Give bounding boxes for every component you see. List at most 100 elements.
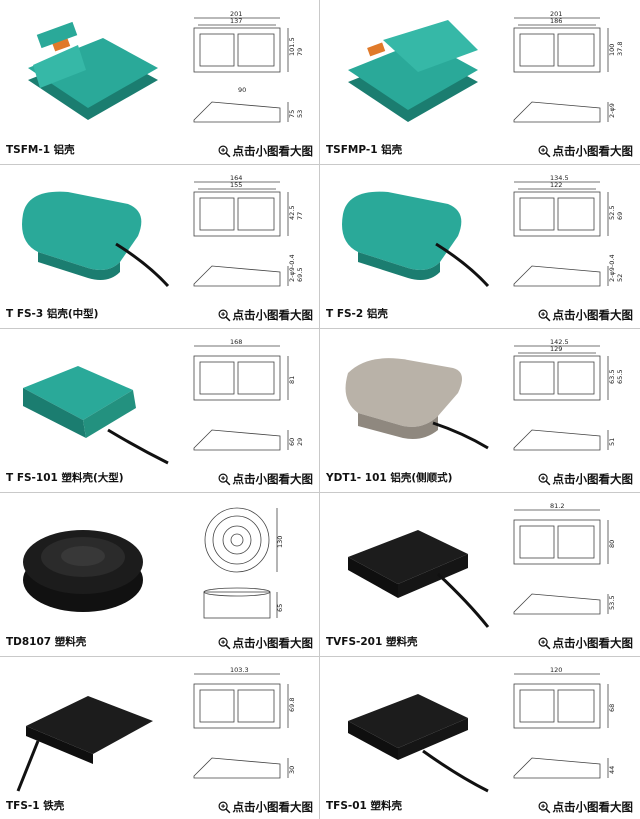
svg-text:186: 186 bbox=[550, 17, 562, 25]
zoom-in-icon bbox=[218, 637, 230, 649]
product-photo[interactable] bbox=[8, 502, 173, 630]
product-photo[interactable] bbox=[8, 338, 173, 466]
svg-text:81: 81 bbox=[288, 376, 296, 384]
svg-text:129: 129 bbox=[550, 345, 562, 353]
enlarge-label: 点击小图看大图 bbox=[552, 308, 634, 322]
svg-text:90: 90 bbox=[238, 86, 246, 94]
row-divider bbox=[0, 164, 640, 165]
svg-text:29: 29 bbox=[296, 438, 304, 446]
svg-text:65: 65 bbox=[276, 604, 284, 612]
enlarge-label: 点击小图看大图 bbox=[232, 144, 314, 158]
zoom-in-icon bbox=[218, 801, 230, 813]
svg-text:65.5: 65.5 bbox=[616, 370, 624, 384]
product-card[interactable]: 120 68 44 TFS-01 塑料壳 点击小图看大图 bbox=[320, 656, 639, 819]
dimension-drawing[interactable]: 201 186 100 37.8 2-φ9 bbox=[502, 10, 630, 138]
product-name: TFS-01 塑料壳 bbox=[326, 800, 403, 812]
dimension-drawing[interactable]: 103.3 69.8 30 bbox=[182, 666, 310, 794]
svg-text:63.5: 63.5 bbox=[608, 370, 616, 384]
zoom-in-icon bbox=[538, 145, 550, 157]
product-name: T FS-3 铝壳(中型) bbox=[6, 308, 99, 320]
product-name: TSFMP-1 铝壳 bbox=[326, 144, 403, 156]
zoom-in-icon bbox=[218, 309, 230, 321]
product-photo[interactable] bbox=[328, 502, 493, 630]
dimension-drawing[interactable]: 168 81 60 29 bbox=[182, 338, 310, 466]
product-card[interactable]: 142.5 129 63.5 65.5 51 YDT1- 101 铝壳(侧顺式)… bbox=[320, 328, 639, 491]
svg-text:81.2: 81.2 bbox=[550, 502, 564, 510]
enlarge-link[interactable]: 点击小图看大图 bbox=[538, 471, 634, 487]
dimension-drawing[interactable]: 134.5 122 52.5 69 2-φ9-0.4 52 bbox=[502, 174, 630, 302]
product-card[interactable]: 201 186 100 37.8 2-φ9 TSFMP-1 铝壳 点击小图看大图 bbox=[320, 0, 639, 163]
product-card[interactable]: 168 81 60 29 T FS-101 塑料壳(大型) 点击小图看大图 bbox=[0, 328, 319, 491]
enlarge-label: 点击小图看大图 bbox=[232, 800, 314, 814]
column-divider bbox=[319, 0, 320, 819]
product-card[interactable]: 201 137 101.5 79 75 53 90 TSFM-1 铝壳 点击小图… bbox=[0, 0, 319, 163]
svg-text:103.3: 103.3 bbox=[230, 666, 249, 674]
enlarge-link[interactable]: 点击小图看大图 bbox=[538, 143, 633, 159]
dimension-drawing[interactable]: 164 155 42.5 77 2-φ9-0.4 69.5 bbox=[182, 174, 310, 302]
enlarge-link[interactable]: 点击小图看大图 bbox=[538, 799, 633, 815]
svg-text:52.5: 52.5 bbox=[608, 206, 616, 220]
svg-text:201: 201 bbox=[550, 10, 562, 18]
svg-text:130: 130 bbox=[276, 536, 284, 548]
product-card[interactable]: 103.3 69.8 30 TFS-1 铁壳 点击小图看大图 bbox=[0, 656, 319, 819]
enlarge-link[interactable]: 点击小图看大图 bbox=[218, 307, 313, 323]
product-card[interactable]: 164 155 42.5 77 2-φ9-0.4 69.5 T FS-3 铝壳(… bbox=[0, 164, 319, 327]
product-card[interactable]: 81.2 80 53.5 TVFS-201 塑料壳 点击小图看大图 bbox=[320, 492, 639, 655]
svg-text:69.8: 69.8 bbox=[288, 698, 296, 712]
svg-text:68: 68 bbox=[608, 704, 616, 712]
product-card[interactable]: 134.5 122 52.5 69 2-φ9-0.4 52 T FS-2 铝壳 … bbox=[320, 164, 639, 327]
row-divider bbox=[0, 492, 640, 493]
product-name: TSFM-1 铝壳 bbox=[6, 144, 75, 156]
product-photo[interactable] bbox=[8, 10, 173, 138]
svg-text:122: 122 bbox=[550, 181, 562, 189]
product-photo[interactable] bbox=[328, 666, 493, 794]
svg-text:30: 30 bbox=[288, 766, 296, 774]
svg-text:77: 77 bbox=[296, 212, 304, 220]
svg-text:75: 75 bbox=[288, 110, 296, 118]
enlarge-label: 点击小图看大图 bbox=[232, 636, 314, 650]
svg-text:142.5: 142.5 bbox=[550, 338, 569, 346]
enlarge-link[interactable]: 点击小图看大图 bbox=[538, 307, 634, 323]
svg-text:2-φ9: 2-φ9 bbox=[608, 103, 616, 118]
product-card[interactable]: 130 65 TD8107 塑料壳 点击小图看大图 bbox=[0, 492, 319, 655]
dimension-drawing[interactable]: 142.5 129 63.5 65.5 51 bbox=[502, 338, 630, 466]
svg-text:137: 137 bbox=[230, 17, 242, 25]
product-name: TVFS-201 塑料壳 bbox=[326, 636, 418, 648]
row-divider bbox=[0, 656, 640, 657]
enlarge-link[interactable]: 点击小图看大图 bbox=[218, 143, 314, 159]
svg-text:79: 79 bbox=[296, 48, 304, 56]
zoom-in-icon bbox=[538, 309, 550, 321]
enlarge-link[interactable]: 点击小图看大图 bbox=[218, 471, 314, 487]
product-photo[interactable] bbox=[328, 10, 493, 138]
svg-text:134.5: 134.5 bbox=[550, 174, 569, 182]
enlarge-link[interactable]: 点击小图看大图 bbox=[218, 635, 314, 651]
dimension-drawing[interactable]: 130 65 bbox=[182, 502, 310, 630]
product-photo[interactable] bbox=[328, 174, 493, 302]
dimension-drawing[interactable]: 201 137 101.5 79 75 53 90 bbox=[182, 10, 310, 138]
svg-text:155: 155 bbox=[230, 181, 242, 189]
product-photo[interactable] bbox=[328, 338, 493, 466]
product-name: YDT1- 101 铝壳(侧顺式) bbox=[326, 472, 453, 484]
dimension-drawing[interactable]: 81.2 80 53.5 bbox=[502, 502, 630, 630]
svg-text:2-φ9-0.4: 2-φ9-0.4 bbox=[608, 254, 616, 282]
svg-text:60: 60 bbox=[288, 438, 296, 446]
zoom-in-icon bbox=[538, 473, 550, 485]
product-photo[interactable] bbox=[8, 666, 173, 794]
product-name: T FS-101 塑料壳(大型) bbox=[6, 472, 124, 484]
product-name: TD8107 塑料壳 bbox=[6, 636, 87, 648]
zoom-in-icon bbox=[538, 637, 550, 649]
svg-text:69.5: 69.5 bbox=[296, 268, 304, 282]
svg-text:44: 44 bbox=[608, 766, 616, 774]
enlarge-label: 点击小图看大图 bbox=[232, 472, 314, 486]
svg-text:2-φ9-0.4: 2-φ9-0.4 bbox=[288, 254, 296, 282]
enlarge-link[interactable]: 点击小图看大图 bbox=[538, 635, 633, 651]
svg-text:168: 168 bbox=[230, 338, 242, 346]
zoom-in-icon bbox=[218, 473, 230, 485]
enlarge-label: 点击小图看大图 bbox=[552, 472, 634, 486]
svg-text:101.5: 101.5 bbox=[288, 37, 296, 56]
svg-text:53.5: 53.5 bbox=[608, 596, 616, 610]
enlarge-link[interactable]: 点击小图看大图 bbox=[218, 799, 314, 815]
svg-text:53: 53 bbox=[296, 110, 304, 118]
dimension-drawing[interactable]: 120 68 44 bbox=[502, 666, 630, 794]
product-photo[interactable] bbox=[8, 174, 173, 302]
